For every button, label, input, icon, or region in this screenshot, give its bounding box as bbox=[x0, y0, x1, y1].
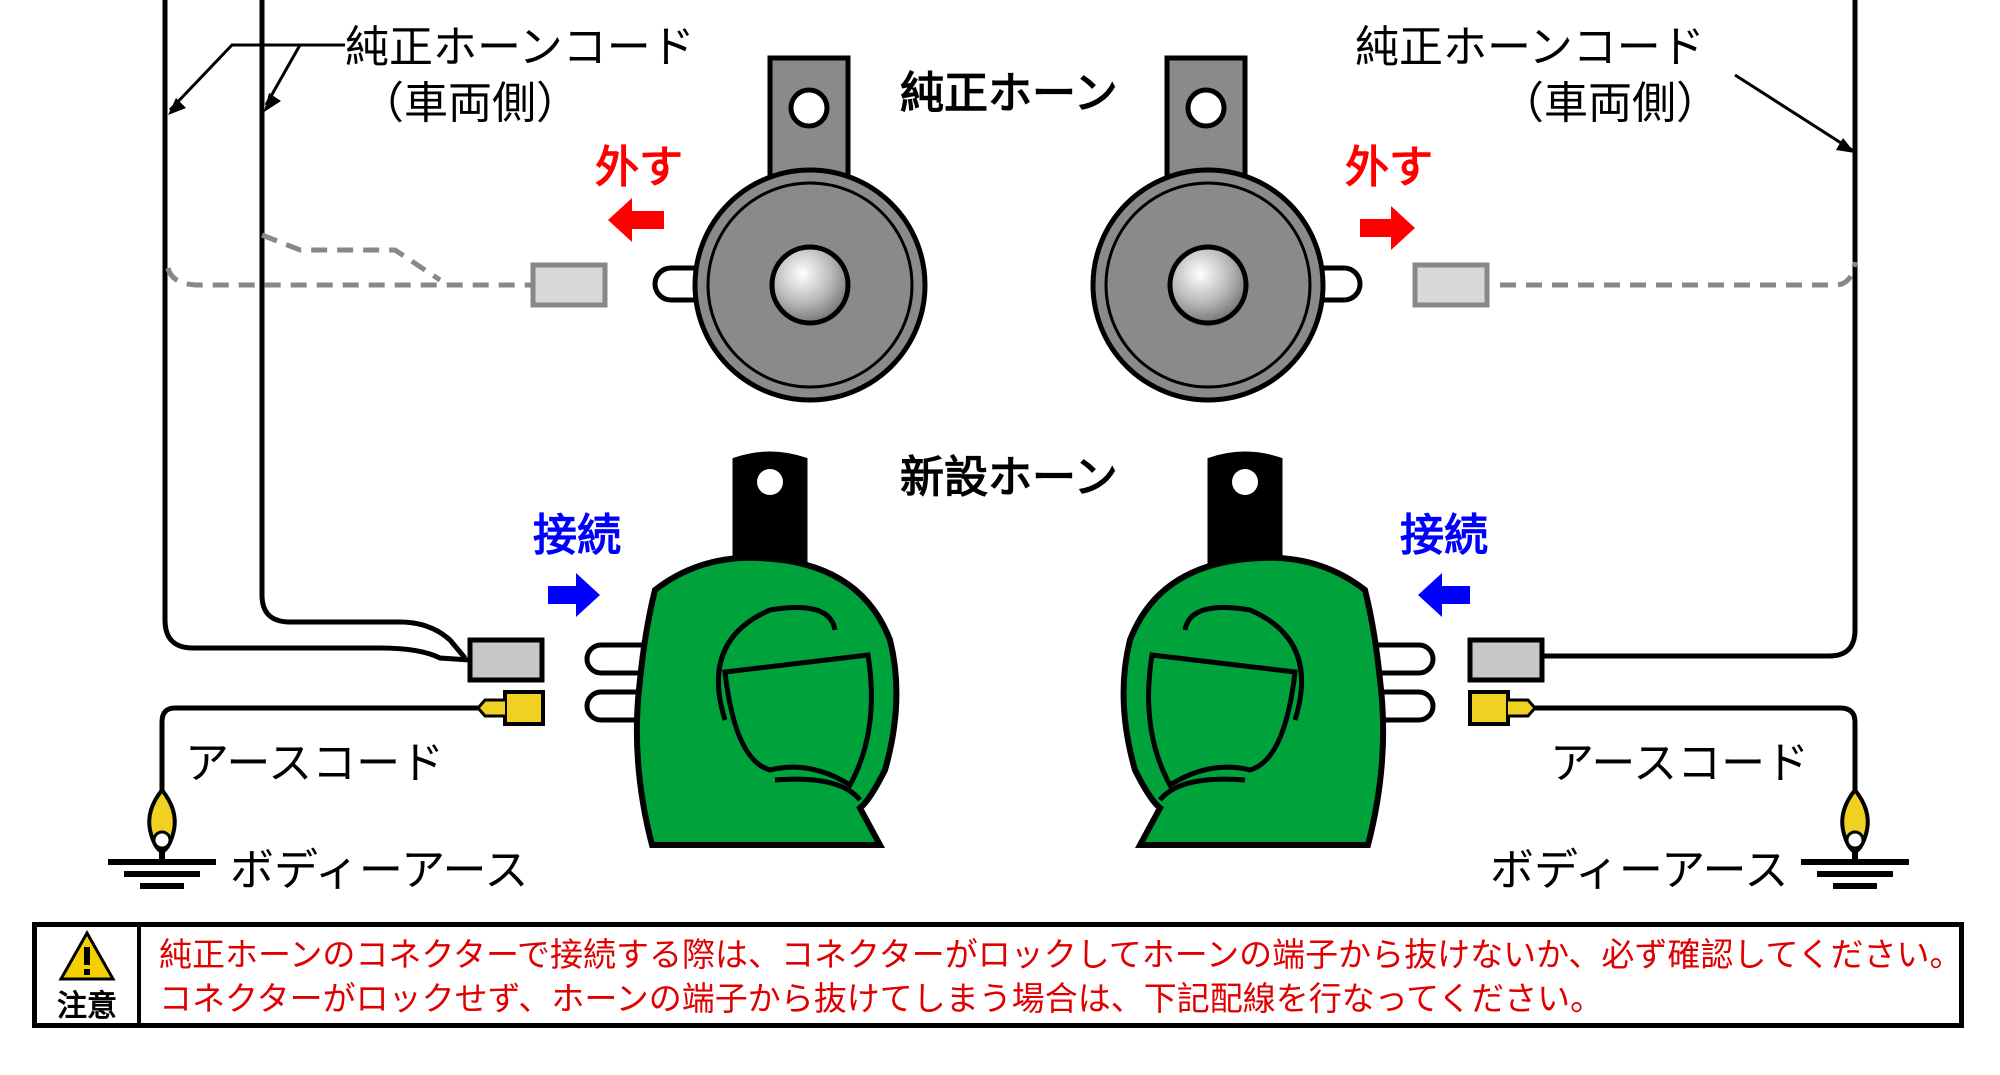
remove-label-right: 外す bbox=[1345, 142, 1433, 193]
ground-icon bbox=[1801, 852, 1909, 889]
ground-icon bbox=[108, 852, 216, 889]
remove-arrow-left bbox=[608, 198, 664, 242]
ring-terminal-right bbox=[1840, 786, 1870, 855]
caution-line-1: 純正ホーンのコネクターで接続する際は、コネクターがロックしてホーンの端子から抜け… bbox=[159, 935, 1963, 974]
earth-cord-right-label: アースコード bbox=[1550, 738, 1809, 789]
connect-arrow-right bbox=[1418, 573, 1470, 617]
new-horn-right bbox=[1120, 451, 1436, 848]
remove-arrow-right bbox=[1360, 206, 1415, 250]
leader-lines bbox=[168, 43, 1853, 152]
factory-horn-title: 純正ホーン bbox=[900, 68, 1118, 119]
caution-icon-cell: 注意 bbox=[37, 927, 141, 1024]
body-earth-left-label: ボディーアース bbox=[230, 845, 528, 896]
earth-cord-right bbox=[1535, 705, 1858, 795]
ring-terminal-left bbox=[147, 786, 177, 855]
factory-connector-left bbox=[530, 262, 608, 308]
earth-terminal-left bbox=[476, 690, 545, 726]
horn-connector-right bbox=[1467, 637, 1545, 683]
new-horn-title: 新設ホーン bbox=[900, 452, 1118, 503]
earth-cord-left-label: アースコード bbox=[185, 738, 444, 789]
factory-cord-right-sublabel: （車両側） bbox=[1500, 78, 1720, 129]
original-routing-dashed bbox=[165, 232, 1858, 288]
factory-cord-left-label: 純正ホーンコード bbox=[345, 22, 695, 73]
factory-horn-right bbox=[1090, 55, 1363, 403]
remove-label-left: 外す bbox=[595, 142, 683, 193]
factory-cord-left bbox=[162, 0, 471, 663]
factory-connector-right bbox=[1412, 262, 1490, 308]
body-earth-right-label: ボディーアース bbox=[1490, 845, 1788, 896]
factory-horn-left bbox=[652, 55, 928, 403]
caution-label: 注意 bbox=[57, 989, 117, 1024]
earth-terminal-right bbox=[1468, 690, 1537, 726]
factory-cord-left-sublabel: （車両側） bbox=[360, 78, 580, 129]
warning-triangle-icon bbox=[58, 929, 116, 981]
connect-label-right: 接続 bbox=[1400, 510, 1488, 561]
caution-text: 純正ホーンのコネクターで接続する際は、コネクターがロックしてホーンの端子から抜け… bbox=[159, 933, 1963, 1021]
horn-connector-left bbox=[467, 637, 545, 683]
connect-label-left: 接続 bbox=[533, 510, 621, 561]
caution-line-2: コネクターがロックせず、ホーンの端子から抜けてしまう場合は、下記配線を行なってく… bbox=[159, 979, 1604, 1018]
connect-arrow-left bbox=[548, 573, 600, 617]
caution-box: 注意 純正ホーンのコネクターで接続する際は、コネクターがロックしてホーンの端子か… bbox=[32, 922, 1964, 1028]
new-horn-left bbox=[584, 451, 900, 848]
earth-cord-left bbox=[159, 705, 478, 795]
leader-arrowheads bbox=[168, 93, 1855, 153]
factory-cord-right-label: 純正ホーンコード bbox=[1355, 22, 1705, 73]
factory-cord-right bbox=[1540, 0, 1858, 659]
